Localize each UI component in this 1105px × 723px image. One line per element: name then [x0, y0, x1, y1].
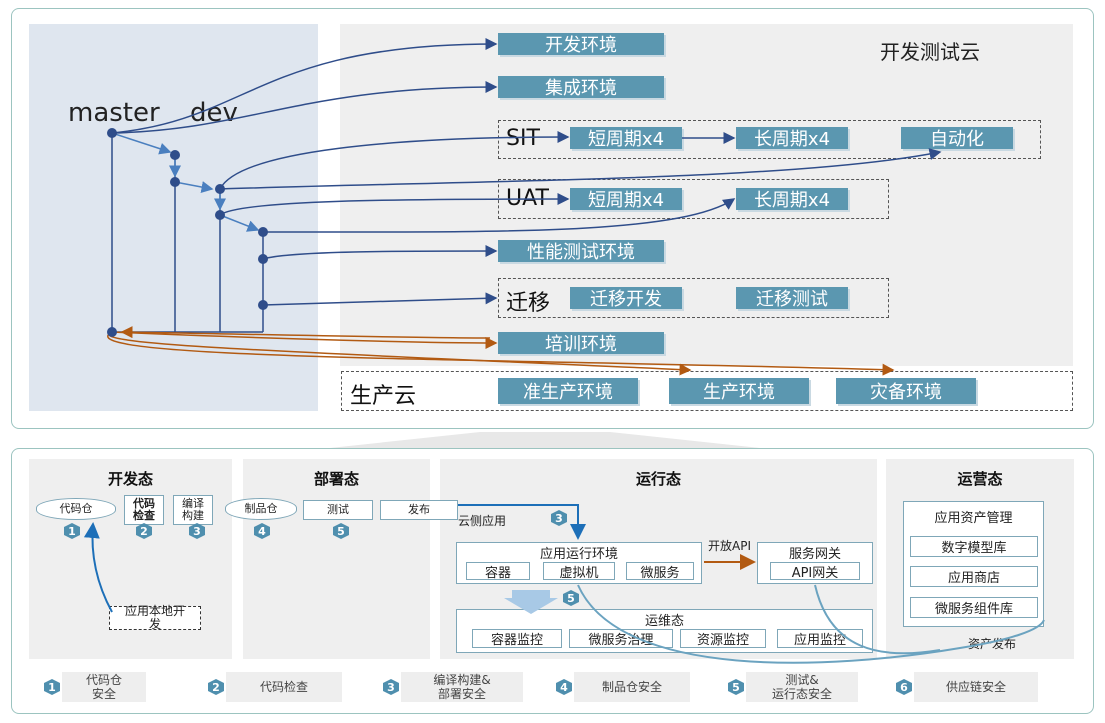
runtime-microservice: 微服务 — [626, 562, 694, 581]
migration-test-chip: 迁移测试 — [736, 287, 848, 310]
runtime-env-title: 应用运行环境 — [539, 547, 618, 562]
cloud-app-label: 云侧应用 — [458, 514, 507, 528]
dev-test-cloud-area — [340, 24, 1073, 366]
legend-badge-3: 3 — [383, 679, 399, 695]
branch-area — [29, 24, 318, 411]
legend-text-1: 代码仓 安全 — [62, 672, 146, 702]
deploy-state-section — [243, 459, 430, 659]
deploy-state-title: 部署态 — [313, 470, 359, 488]
test-step: 测试 — [303, 500, 373, 520]
training-env-chip: 培训环境 — [498, 332, 664, 355]
migration-group — [498, 278, 889, 318]
sit-short-cycle-chip: 短周期x4 — [570, 127, 682, 150]
badge-2: 2 — [136, 523, 152, 539]
sit-label: SIT — [506, 126, 540, 151]
legend-text-3: 编译构建& 部署安全 — [401, 672, 523, 702]
pre-prod-env-chip: 准生产环境 — [498, 378, 638, 404]
uat-short-cycle-chip: 短周期x4 — [570, 188, 682, 211]
compile-build-step: 编译 构建 — [173, 495, 213, 525]
badge-1: 1 — [64, 523, 80, 539]
dr-env-chip: 灾备环境 — [836, 378, 976, 404]
dev-test-cloud-label: 开发测试云 — [880, 40, 980, 64]
sit-automation-chip: 自动化 — [901, 127, 1013, 150]
service-gateway-title: 服务网关 — [788, 547, 841, 562]
legend-text-4: 制品仓安全 — [574, 672, 690, 702]
legend-badge-6: 6 — [896, 679, 912, 695]
microservice-component-lib: 微服务组件库 — [910, 597, 1038, 618]
integration-env-chip: 集成环境 — [498, 76, 664, 99]
legend-text-2: 代码检查 — [226, 672, 342, 702]
migration-label: 迁移 — [506, 291, 551, 316]
artifact-repo: 制品仓 — [225, 498, 297, 520]
legend-text-6: 供应链安全 — [914, 672, 1038, 702]
local-dev-box: 应用本地开 发 — [109, 605, 201, 631]
prod-env-chip: 生产环境 — [669, 378, 809, 404]
runtime-container: 容器 — [466, 562, 530, 581]
perf-env-chip: 性能测试环境 — [498, 240, 664, 263]
asset-mgmt-title: 应用资产管理 — [934, 511, 1013, 526]
badge-4: 4 — [254, 523, 270, 539]
legend-badge-2: 2 — [208, 679, 224, 695]
resource-monitoring: 资源监控 — [680, 629, 766, 648]
legend-badge-4: 4 — [556, 679, 572, 695]
sit-long-cycle-chip: 长周期x4 — [736, 127, 848, 150]
uat-long-cycle-chip: 长周期x4 — [736, 188, 848, 211]
ops-state-title: 运营态 — [957, 470, 1003, 488]
dev-env-chip: 开发环境 — [498, 33, 664, 56]
dev-state-title: 开发态 — [107, 470, 153, 488]
badge-3: 3 — [189, 523, 205, 539]
code-repo: 代码仓 — [36, 498, 116, 520]
badge-5-run: 5 — [563, 590, 579, 606]
asset-release-label: 资产发布 — [968, 637, 1017, 651]
prod-cloud-label: 生产云 — [350, 384, 417, 409]
app-store: 应用商店 — [910, 566, 1038, 587]
badge-3-run: 3 — [551, 510, 567, 526]
runtime-vm: 虚拟机 — [543, 562, 615, 581]
badge-5: 5 — [333, 523, 349, 539]
legend-badge-1: 1 — [44, 679, 60, 695]
container-monitoring: 容器监控 — [472, 629, 562, 648]
legend-badge-5: 5 — [728, 679, 744, 695]
master-branch-label: master — [68, 98, 160, 128]
run-state-title: 运行态 — [635, 470, 681, 488]
release-step: 发布 — [380, 500, 458, 520]
open-api-label: 开放API — [708, 539, 751, 553]
sit-group — [498, 120, 1041, 159]
digital-model-lib: 数字模型库 — [910, 536, 1038, 557]
migration-dev-chip: 迁移开发 — [570, 287, 682, 310]
ops-title: 运维态 — [644, 614, 684, 629]
api-gateway: API网关 — [770, 562, 860, 581]
legend-text-5: 测试& 运行态安全 — [746, 672, 858, 702]
